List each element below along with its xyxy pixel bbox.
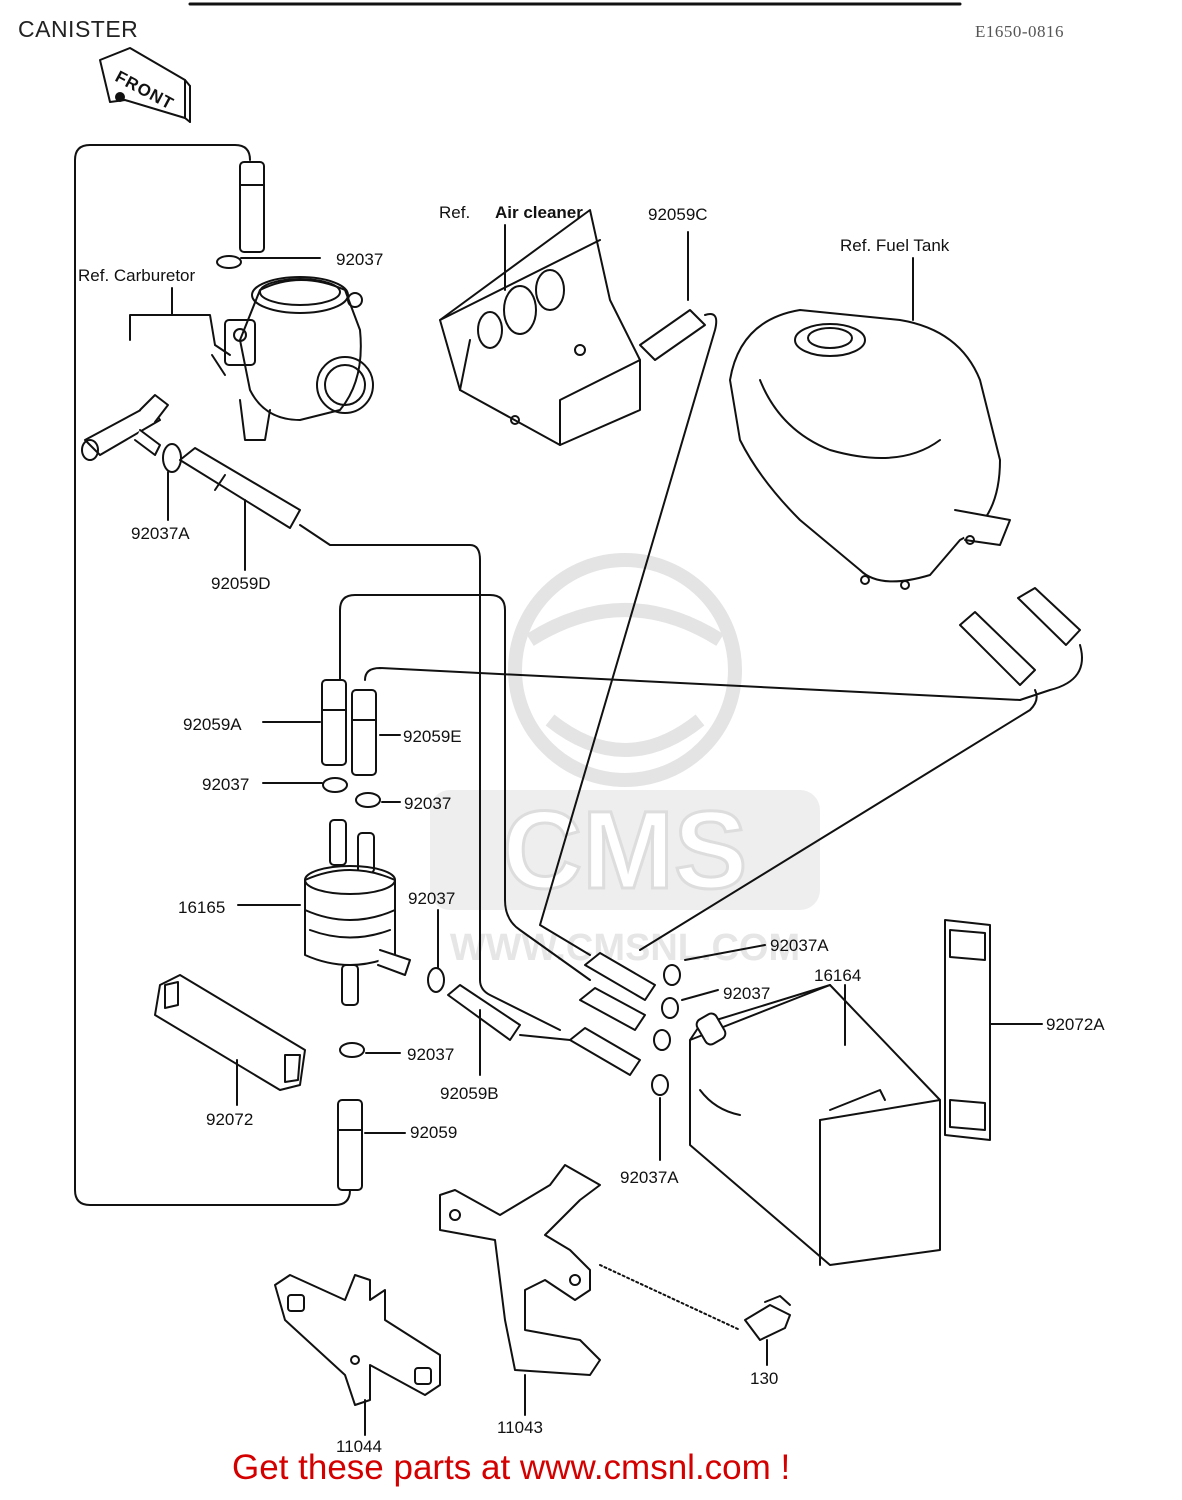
carburetor-icon bbox=[211, 276, 374, 441]
part-92037-mid-right[interactable]: 92037 bbox=[404, 794, 452, 813]
carb-ref-bracket bbox=[129, 314, 216, 346]
canister-16165-icon bbox=[304, 819, 411, 1006]
part-11043[interactable]: 11043 bbox=[497, 1418, 544, 1437]
part-92037-lower[interactable]: 92037 bbox=[407, 1045, 455, 1064]
strap-92072-icon bbox=[154, 974, 306, 1091]
hose-c3 bbox=[569, 1027, 641, 1076]
part-16164[interactable]: 16164 bbox=[814, 966, 862, 985]
part-92059d[interactable]: 92059D bbox=[211, 574, 271, 593]
part-92059a[interactable]: 92059A bbox=[183, 715, 242, 734]
hose-c1 bbox=[584, 952, 656, 1001]
clamp-center bbox=[427, 967, 445, 993]
canister-16164-icon bbox=[689, 984, 941, 1266]
hose-c2 bbox=[579, 987, 646, 1031]
part-92037a-bottom[interactable]: 92037A bbox=[620, 1168, 679, 1187]
part-92037a-left[interactable]: 92037A bbox=[131, 524, 190, 543]
clamp-mid-left bbox=[322, 777, 348, 793]
air-cleaner-icon bbox=[439, 209, 641, 446]
cms-watermark: CMS WWW.CMSNL.COM bbox=[430, 553, 820, 969]
part-92059c[interactable]: 92059C bbox=[648, 205, 708, 224]
watermark-url: WWW.CMSNL.COM bbox=[450, 927, 800, 969]
watermark-brand: CMS bbox=[503, 789, 747, 912]
clamp-r4 bbox=[651, 1074, 669, 1096]
plate-11044-icon bbox=[274, 1274, 441, 1406]
diagram-title: CANISTER bbox=[18, 16, 139, 42]
part-92059e[interactable]: 92059E bbox=[403, 727, 462, 746]
hose-top bbox=[239, 161, 265, 253]
fuel-tank-icon bbox=[729, 309, 1011, 590]
tank-hose-1 bbox=[959, 611, 1036, 686]
ref-fuel-tank: Ref. Fuel Tank bbox=[840, 236, 950, 255]
order-parts-link[interactable]: Get these parts at www.cmsnl.com ! bbox=[232, 1448, 791, 1487]
ref-air-cleaner: Air cleaner bbox=[495, 203, 583, 222]
part-92037-center[interactable]: 92037 bbox=[408, 889, 456, 908]
t-fitting-icon bbox=[81, 394, 169, 461]
bracket-11043-icon bbox=[439, 1164, 601, 1376]
clamp-top bbox=[216, 255, 242, 269]
clamp-left bbox=[162, 443, 182, 473]
hose-92059b bbox=[447, 984, 521, 1041]
clamp-r1 bbox=[663, 964, 681, 986]
part-92037-top[interactable]: 92037 bbox=[336, 250, 384, 269]
part-92059b[interactable]: 92059B bbox=[440, 1084, 499, 1103]
part-92037-mid-left[interactable]: 92037 bbox=[202, 775, 250, 794]
part-92037-right[interactable]: 92037 bbox=[723, 984, 771, 1003]
hose-92059c bbox=[639, 309, 706, 361]
part-92072a[interactable]: 92072A bbox=[1046, 1015, 1105, 1034]
ref-carburetor: Ref. Carburetor bbox=[78, 266, 196, 285]
diagram-code: E1650-0816 bbox=[975, 22, 1065, 41]
left-hose-line bbox=[74, 144, 351, 1206]
part-92059[interactable]: 92059 bbox=[410, 1123, 458, 1142]
clamp-r3 bbox=[653, 1029, 671, 1051]
part-16165[interactable]: 16165 bbox=[178, 898, 226, 917]
clamp-r2 bbox=[661, 997, 679, 1019]
part-92072[interactable]: 92072 bbox=[206, 1110, 254, 1129]
ref-air-cleaner-prefix: Ref. bbox=[439, 203, 471, 222]
front-arrow-icon bbox=[99, 47, 191, 123]
hose-92059d bbox=[179, 447, 301, 529]
bolt-130-icon bbox=[744, 1295, 791, 1341]
hose-92059 bbox=[337, 1099, 363, 1191]
part-130[interactable]: 130 bbox=[750, 1369, 779, 1388]
hose-92059e bbox=[351, 689, 377, 776]
part-92037a-right[interactable]: 92037A bbox=[770, 936, 829, 955]
strap-92072a-icon bbox=[944, 919, 991, 1141]
tank-hose-2 bbox=[1017, 587, 1081, 646]
clamp-lower bbox=[339, 1042, 365, 1058]
hose-92059a bbox=[321, 679, 347, 766]
clamp-mid-right bbox=[355, 792, 381, 808]
part-11044[interactable]: 11044 bbox=[336, 1437, 383, 1456]
